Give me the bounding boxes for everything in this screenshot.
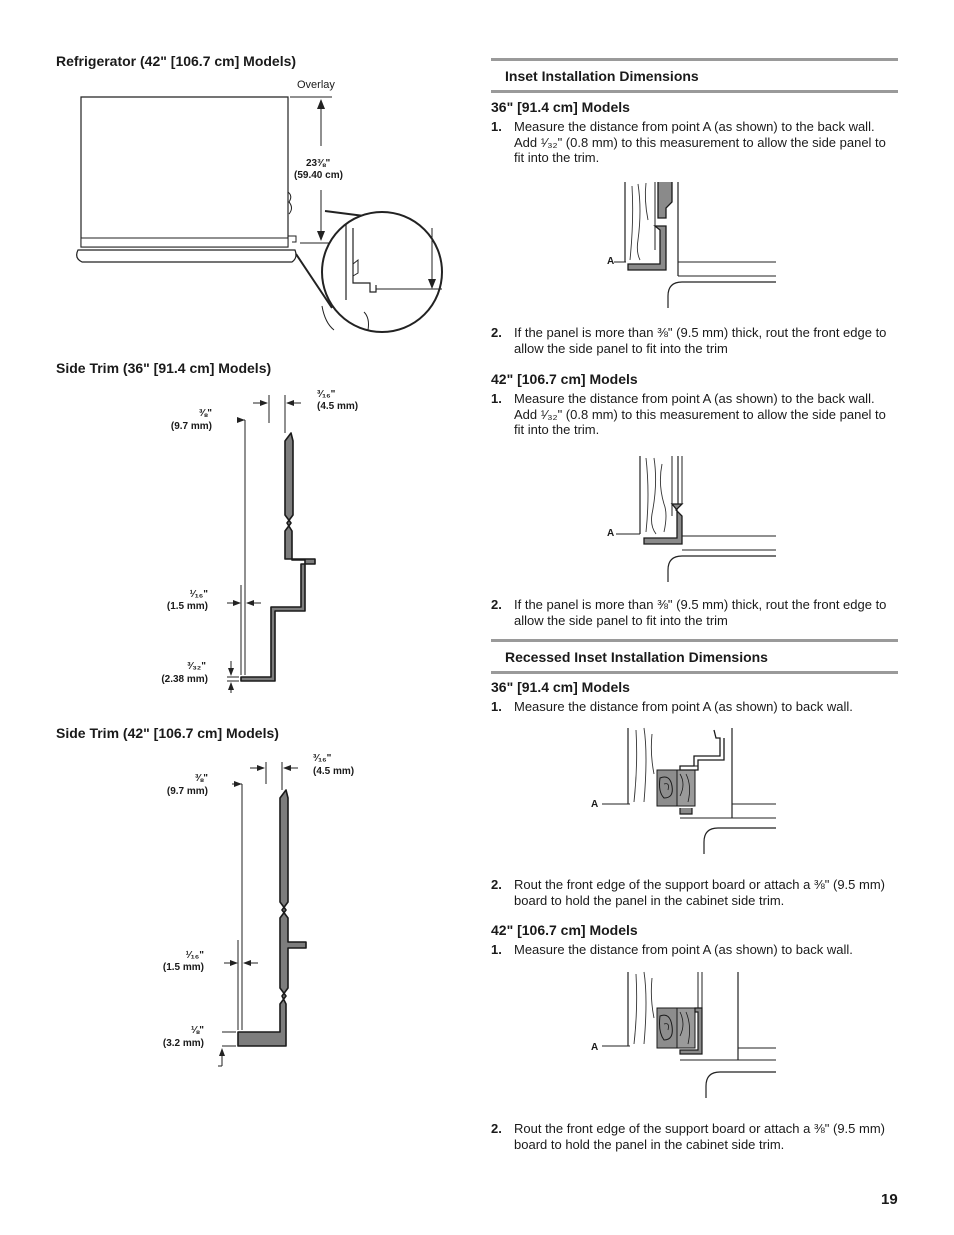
point-a-label: A	[607, 256, 615, 267]
trim36-mid-mm: (1.5 mm)	[166, 601, 208, 612]
step-number: 1.	[491, 699, 502, 714]
inset42-step1: 1. Measure the distance from point A (as…	[491, 391, 901, 439]
trim42-top-left-in: ⅜"	[194, 773, 208, 784]
step-number: 2.	[491, 1121, 502, 1136]
trim36-top-left-mm: (9.7 mm)	[170, 421, 212, 432]
trim42-top-right-in: ³⁄₁₆"	[313, 753, 332, 764]
point-a-label: A	[607, 528, 615, 539]
fridge-heading: Refrigerator (42" [106.7 cm] Models)	[56, 53, 297, 69]
step-text: Measure the distance from point A (as sh…	[514, 119, 886, 165]
step-text: Rout the front edge of the support board…	[514, 877, 885, 908]
step-number: 2.	[491, 877, 502, 892]
trim42-mid-mm: (1.5 mm)	[162, 962, 204, 973]
trim36-bot-mm: (2.38 mm)	[161, 674, 208, 685]
point-a-label: A	[591, 1042, 599, 1053]
recessed42-step1: 1. Measure the distance from point A (as…	[491, 942, 901, 958]
step-text: If the panel is more than ⅜" (9.5 mm) th…	[514, 597, 887, 628]
side-trim-42-diagram	[210, 750, 330, 1070]
refrigerator-overlay-diagram	[70, 78, 450, 340]
overlay-label: Overlay	[297, 79, 335, 91]
trim42-bot-in: ⅛"	[190, 1025, 204, 1036]
point-a-label: A	[591, 799, 599, 810]
trim42-mid-in: ¹⁄₁₆"	[185, 950, 204, 961]
side-trim-36-diagram	[215, 385, 335, 695]
page-number: 19	[881, 1191, 898, 1208]
trim42-top-right-mm: (4.5 mm)	[313, 766, 355, 777]
trim36-top-left-in: ⅜"	[198, 408, 212, 419]
recessed36-step1: 1. Measure the distance from point A (as…	[491, 699, 901, 715]
recessed42-diagram	[590, 968, 780, 1102]
inset42-diagram	[600, 454, 780, 586]
trim36-top-right-mm: (4.5 mm)	[317, 401, 359, 412]
step-text: Measure the distance from point A (as sh…	[514, 942, 853, 957]
trim42-bot-mm: (3.2 mm)	[162, 1038, 204, 1049]
side-trim-36-heading: Side Trim (36" [91.4 cm] Models)	[56, 360, 272, 376]
overlay-dim-inches: 23⅜"	[306, 158, 331, 169]
inset42-step2: 2. If the panel is more than ⅜" (9.5 mm)…	[491, 597, 901, 629]
step-number: 2.	[491, 325, 502, 340]
step-text: Rout the front edge of the support board…	[514, 1121, 885, 1152]
step-text: Measure the distance from point A (as sh…	[514, 699, 853, 714]
overlay-dim-cm: (59.40 cm)	[294, 170, 343, 181]
inset36-step1: 1. Measure the distance from point A (as…	[491, 119, 901, 167]
recessed42-heading: 42" [106.7 cm] Models	[491, 922, 638, 938]
step-text: Measure the distance from point A (as sh…	[514, 391, 886, 437]
recessed36-diagram	[590, 724, 780, 858]
step-text: If the panel is more than ⅜" (9.5 mm) th…	[514, 325, 887, 356]
trim36-top-right-in: ³⁄₁₆"	[317, 389, 336, 400]
recessed-inset-banner: Recessed Inset Installation Dimensions	[491, 639, 898, 674]
inset36-step2: 2. If the panel is more than ⅜" (9.5 mm)…	[491, 325, 901, 357]
recessed42-step2: 2. Rout the front edge of the support bo…	[491, 1121, 901, 1153]
recessed36-step2: 2. Rout the front edge of the support bo…	[491, 877, 901, 909]
inset-dimensions-banner: Inset Installation Dimensions	[491, 58, 898, 93]
step-number: 1.	[491, 119, 502, 134]
step-number: 1.	[491, 942, 502, 957]
inset36-heading: 36" [91.4 cm] Models	[491, 99, 630, 115]
step-number: 1.	[491, 391, 502, 406]
trim36-mid-in: ¹⁄₁₆"	[189, 589, 208, 600]
inset42-heading: 42" [106.7 cm] Models	[491, 371, 638, 387]
side-trim-42-heading: Side Trim (42" [106.7 cm] Models)	[56, 725, 279, 741]
trim42-top-left-mm: (9.7 mm)	[166, 786, 208, 797]
trim36-bot-in: ³⁄₃₂"	[187, 661, 206, 672]
recessed36-heading: 36" [91.4 cm] Models	[491, 679, 630, 695]
inset36-diagram	[600, 182, 780, 312]
step-number: 2.	[491, 597, 502, 612]
